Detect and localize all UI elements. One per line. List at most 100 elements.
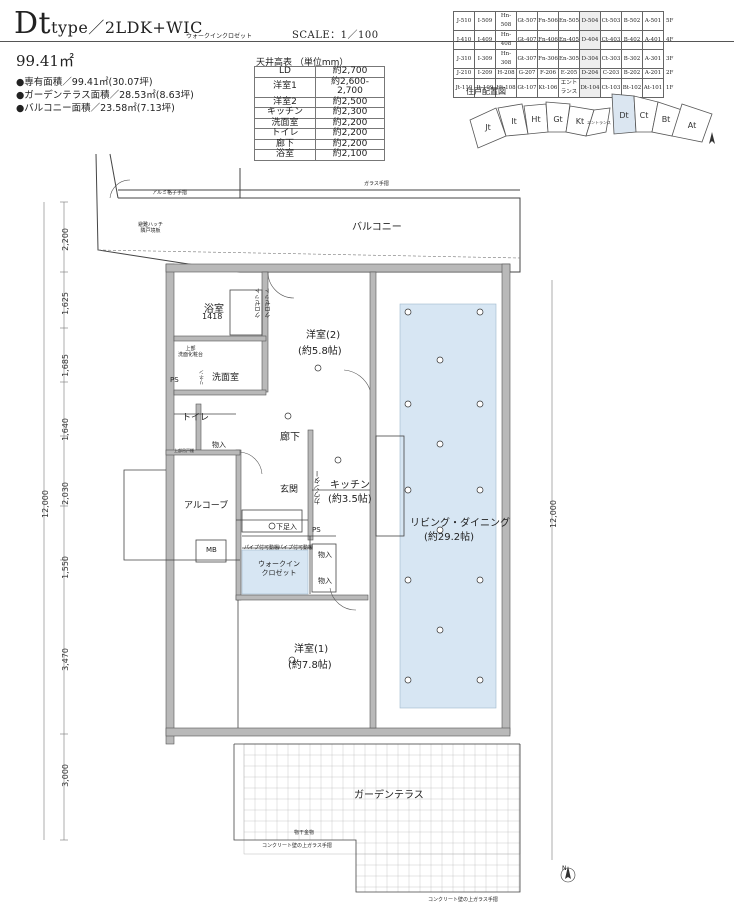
ceiling-height: 約2,200 <box>315 128 385 140</box>
garden-terrace-label: ガーデンテラス <box>354 790 424 801</box>
dim-1: 2,200 <box>61 228 70 251</box>
unit-cell: En-305 <box>558 49 580 69</box>
site-plan: Jt It Ht Gt Kt エントランス Dt Ct Bt At <box>469 93 715 149</box>
unit-cell: H-208 <box>495 68 517 79</box>
unit-cell: A-301 <box>642 49 664 69</box>
living-floor <box>399 303 497 709</box>
ceiling-row: 廊下約2,200 <box>254 138 385 150</box>
garden-area: ●ガーデンテラス面積／28.53㎡(8.63坪) <box>16 90 194 101</box>
unit-cell: I-209 <box>474 68 496 79</box>
toilet-label: トイレ <box>182 413 210 423</box>
site-label-9: At <box>688 121 696 130</box>
unit-cell: J-310 <box>453 49 475 69</box>
ceiling-height: 約2,500 <box>315 96 385 108</box>
dim-left-total: 12,000 <box>41 490 50 518</box>
ceiling-height: 約2,200 <box>315 117 385 129</box>
unit-cell: Hn-308 <box>495 49 517 69</box>
unit-cell: Gt-507 <box>516 11 538 31</box>
dim-8: 3,000 <box>61 764 70 787</box>
dim-2: 1,625 <box>61 292 70 315</box>
unit-cell: I-509 <box>474 11 496 31</box>
area-list: ●専有面積／99.41㎡(30.07坪) ●ガーデンテラス面積／28.53㎡(8… <box>16 76 194 115</box>
aluminum-rail-label: アルミ格子手摺 <box>152 190 187 196</box>
ceiling-height: 約2,100 <box>315 149 385 161</box>
site-unit-entrance <box>585 107 611 137</box>
floor-label: 4F <box>666 36 674 43</box>
object-fence-label: 物干金物 <box>294 830 315 836</box>
dim-4: 1,640 <box>61 418 70 441</box>
unit-cell: Ct-303 <box>600 49 622 69</box>
site-plan-label: 住戸配置図 <box>466 87 506 96</box>
unit-cell: En-505 <box>558 11 580 31</box>
kitchen-label: キッチン <box>330 480 370 491</box>
unit-cell: Ct-503 <box>600 11 622 31</box>
dim-5: 2,030 <box>61 482 70 505</box>
unit-cell: F-206 <box>537 68 559 79</box>
bath-size: 1418 <box>202 312 223 321</box>
western2-label: 洋室(2) <box>306 330 341 341</box>
site-unit-at <box>671 103 713 143</box>
dim-7: 3,470 <box>61 648 70 671</box>
dresser-label: 上部 洗面化粧台 <box>178 346 204 358</box>
unit-cell: I-309 <box>474 49 496 69</box>
western1-label: 洋室(1) <box>294 644 329 655</box>
counter-label: カウンター <box>313 470 321 505</box>
unit-cell: Gt-407 <box>516 30 538 50</box>
type-word: type <box>51 18 89 37</box>
unit-cell: B-502 <box>621 11 643 31</box>
storage2-label: 物入 <box>318 551 332 559</box>
unit-cell: Ct-403 <box>600 30 622 50</box>
glass-rail-top-label: ガラス手摺 <box>364 181 389 187</box>
site-label-5: エントランス <box>587 119 611 125</box>
unit-cell: En-405 <box>558 30 580 50</box>
unit-cell: Fn-406 <box>537 30 559 50</box>
kitchen-size: (約3.5帖) <box>328 494 372 505</box>
north-arrow <box>560 866 576 883</box>
glass-rail-bottom-label: コンクリート壁の上ガラス手摺 <box>428 897 498 903</box>
unit-cell: At-101 <box>642 78 664 98</box>
storage1-label: 物入 <box>212 441 226 449</box>
unit-cell: J-210 <box>453 68 475 79</box>
balcony-area: ●バルコニー面積／23.58㎡(7.13坪) <box>16 103 175 114</box>
unit-cell: Gt-307 <box>516 49 538 69</box>
floor-label: 2F <box>666 70 674 76</box>
unit-cell: A-501 <box>642 11 664 31</box>
site-label-2: Ht <box>531 115 540 124</box>
site-north-arrow <box>709 132 715 144</box>
type-letter: Dt <box>14 6 52 41</box>
unit-cell: I-409 <box>474 30 496 50</box>
washroom-label: 洗面室 <box>212 373 240 383</box>
site-label-1: It <box>511 117 517 126</box>
ceiling-room: 洋室1 <box>254 76 316 98</box>
bath-label: 浴室 <box>204 304 224 315</box>
site-label-3: Gt <box>553 115 562 124</box>
pipe-rack-2: パイプ付可動棚 <box>278 545 314 551</box>
plan-layout: 2LDK+WIC <box>104 18 203 37</box>
living-label: リビング・ダイニング <box>410 518 510 529</box>
ceiling-row: トイレ約2,200 <box>254 128 385 140</box>
ceiling-room: LD <box>254 66 316 78</box>
wic-reading: ウォークインクロゼット <box>186 33 253 40</box>
unit-cell: D-204 <box>579 68 601 79</box>
header-rule <box>0 41 734 42</box>
balcony-label: バルコニー <box>352 222 402 233</box>
ceiling-room: 洋室2 <box>254 96 316 108</box>
western2-size: (約5.8帖) <box>298 346 342 357</box>
unit-cell: Fn-306 <box>537 49 559 69</box>
mb-label: MB <box>206 546 217 554</box>
plan-title: Dttype／2LDK+WIC <box>14 6 203 41</box>
ceiling-height: 約2,300 <box>315 107 385 119</box>
entrance-label: 玄関 <box>280 485 299 495</box>
ceiling-height: 約2,700 <box>315 66 385 78</box>
glass-rail-left-label: コンクリート壁の上ガラス手摺 <box>262 843 332 849</box>
site-label-7: Ct <box>640 111 649 120</box>
unit-cell: A-401 <box>642 30 664 50</box>
site-label-0: Jt <box>484 123 491 132</box>
